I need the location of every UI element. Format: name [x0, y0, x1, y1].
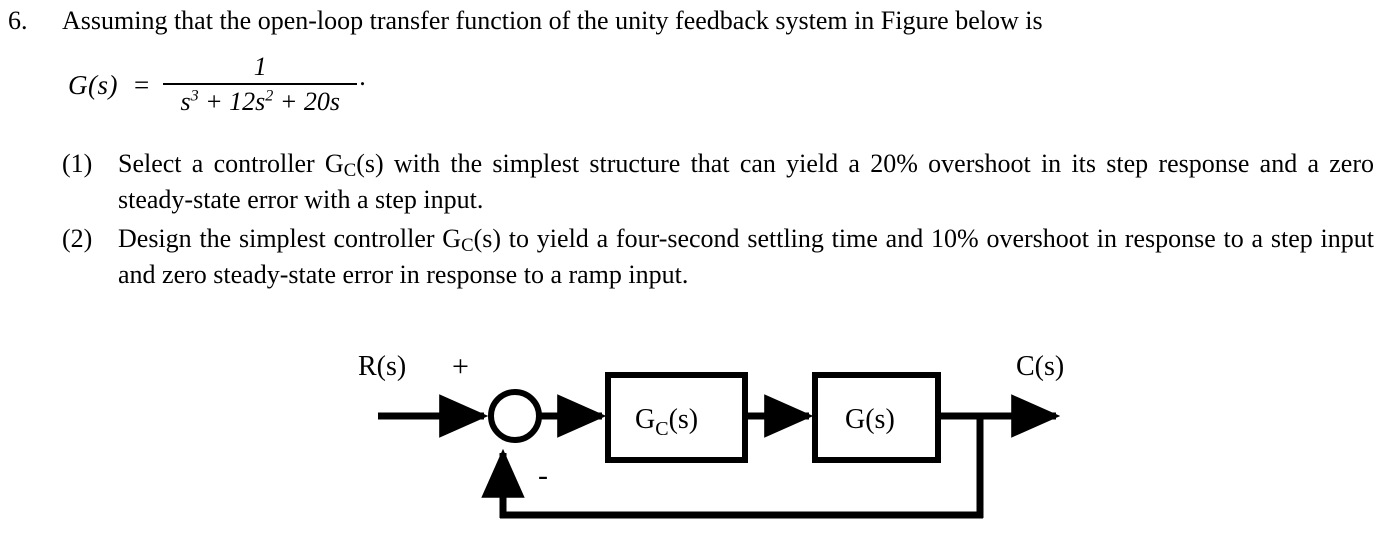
- equation-trailing-period: .: [359, 62, 366, 91]
- controller-block: [605, 372, 748, 463]
- summing-junction-plus-sign: +: [452, 350, 469, 383]
- plant-label-suffix: (s): [865, 404, 895, 435]
- list-item-text-part-1: Select a controller G: [118, 149, 344, 178]
- controller-label-subscript: C: [655, 418, 668, 440]
- plant-block-label: G(s): [845, 404, 895, 435]
- denominator-exponent-2: 2: [265, 87, 274, 105]
- list-item-text: Select a controller GC(s) with the simpl…: [118, 146, 1374, 218]
- fraction-bar: [163, 83, 358, 85]
- controller-label-suffix: (s): [669, 404, 699, 435]
- list-item-marker: (2): [62, 224, 93, 253]
- summing-junction-circle: [488, 389, 542, 443]
- question-number: 6.: [8, 6, 28, 35]
- denominator-exponent-1: 3: [190, 87, 199, 105]
- list-item: (2) Design the simplest controller GC(s)…: [0, 221, 1382, 293]
- list-item-text: Design the simplest controller GC(s) to …: [118, 221, 1374, 293]
- question-sub-list: (1) Select a controller GC(s) with the s…: [0, 146, 1382, 296]
- controller-label-base: G: [635, 404, 655, 435]
- equation-lhs: G(s): [68, 69, 118, 100]
- question-lead-text: Assuming that the open-loop transfer fun…: [62, 6, 1043, 35]
- list-item-subscript: C: [461, 235, 474, 257]
- list-item-text-part-2: (s) with the simplest structure that can…: [118, 149, 1375, 214]
- controller-block-label: GC(s): [635, 404, 698, 440]
- output-signal-label: C(s): [1016, 351, 1064, 382]
- transfer-function-equation: G(s) = 1 s3 + 12s2 + 20s .: [68, 52, 366, 118]
- plant-label-base: G: [845, 404, 865, 435]
- block-diagram-canvas: R(s) + C(s) GC(s) G(s) -: [358, 350, 1064, 519]
- equation-denominator: s3 + 12s2 + 20s: [180, 87, 341, 116]
- list-item-marker: (1): [62, 149, 93, 178]
- list-item-text-part-2: (s) to yield a four-second settling time…: [118, 224, 1375, 289]
- list-item: (1) Select a controller GC(s) with the s…: [0, 146, 1382, 218]
- list-item-text-part-1: Design the simplest controller G: [118, 224, 462, 253]
- input-signal-label: R(s): [358, 351, 406, 382]
- equation-fraction: 1 s3 + 12s2 + 20s: [163, 52, 358, 118]
- equation-equals-sign: =: [134, 69, 150, 100]
- list-item-subscript: C: [343, 160, 357, 182]
- equation-numerator: 1: [253, 52, 267, 81]
- summing-junction-minus-sign: -: [538, 459, 548, 492]
- feedback-system-block-diagram: R(s) + C(s) GC(s) G(s) -: [0, 330, 1382, 546]
